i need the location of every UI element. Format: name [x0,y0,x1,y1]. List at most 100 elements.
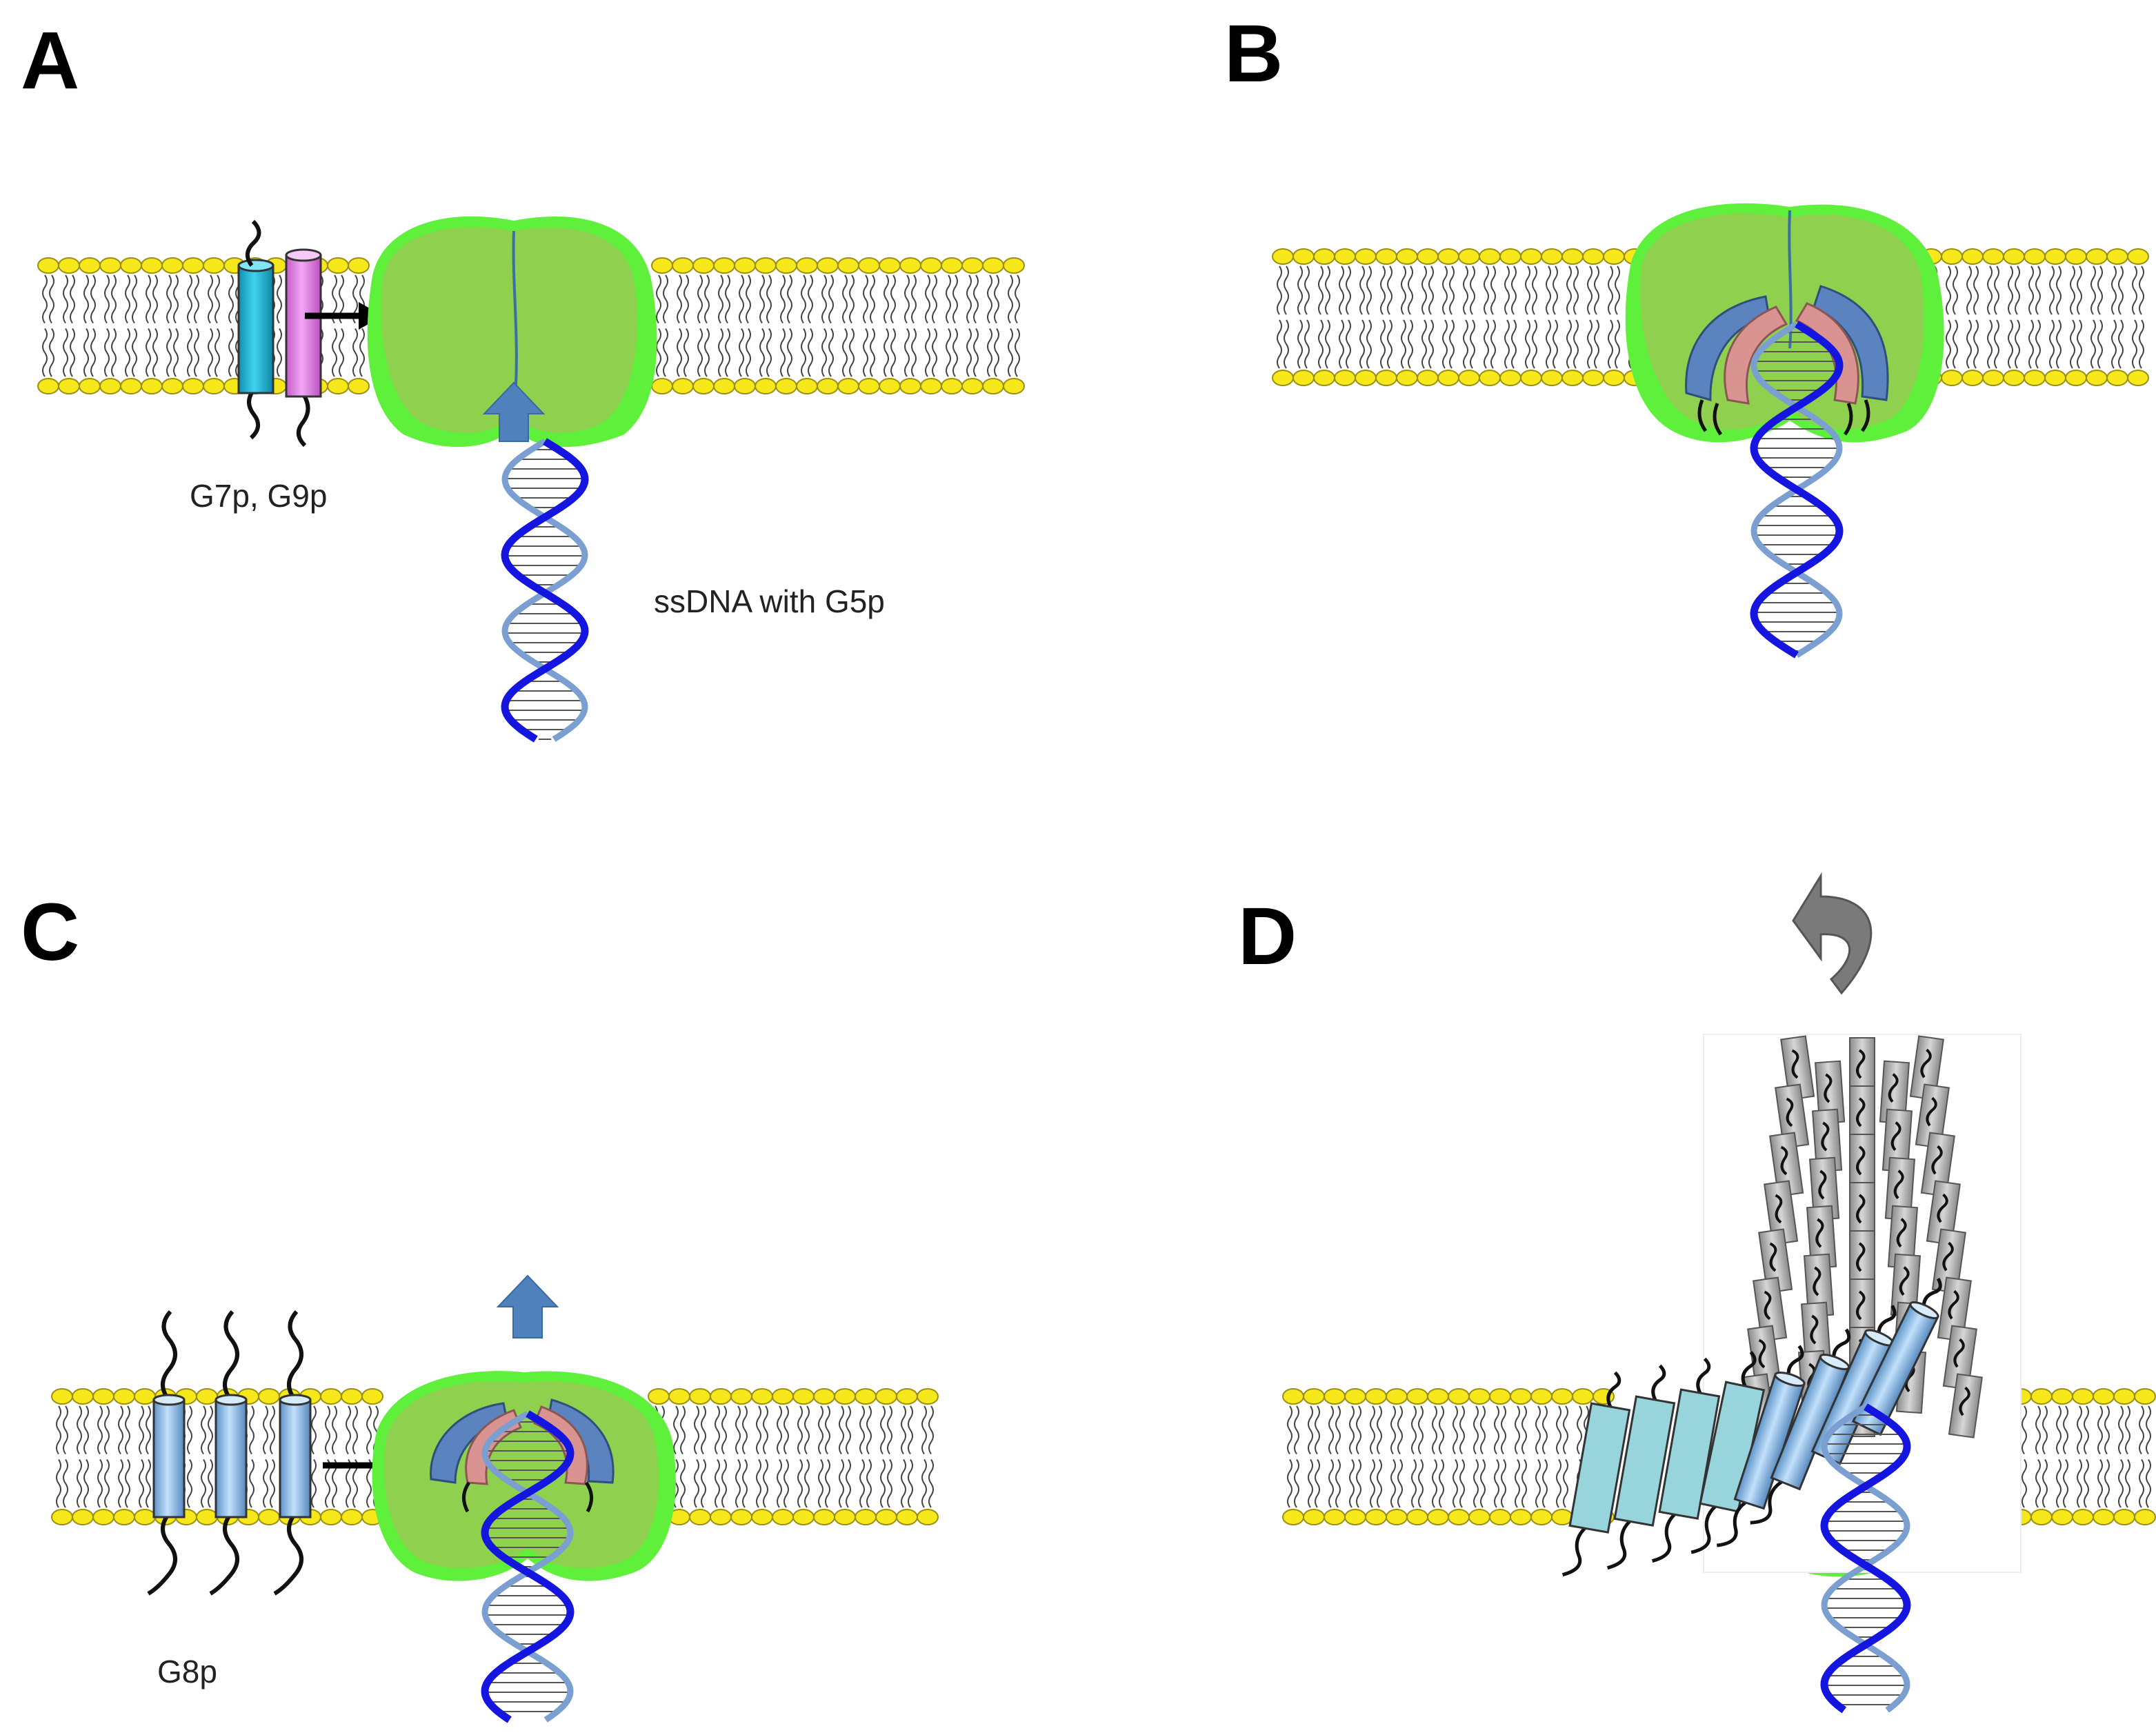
panel-d [1282,872,2156,1714]
lipid-head [2134,1509,2156,1525]
lipid-head [668,1388,690,1405]
lipid-head [182,378,204,394]
lipid-head [1468,1388,1490,1405]
subunit-tails [1697,399,1870,436]
lipid-head [917,1509,939,1525]
g8p-helices [1561,1277,1942,1577]
lipid-head [1489,1509,1511,1525]
lipid-head [941,378,963,394]
lipid-head [141,257,163,274]
lipid-head [710,1388,732,1405]
lipid-head [2072,1388,2094,1405]
lipid-head [1582,248,1604,265]
g9p-helix [285,248,322,448]
coat-protein [1926,1180,1961,1245]
lipid-bilayer [648,1388,939,1525]
lipid-head [58,378,80,394]
lipid-head [2086,370,2108,386]
up-arrow-icon [496,1274,559,1338]
lipid-head [1292,370,1315,386]
lipid-head [710,1509,732,1525]
lipid-head [1499,370,1521,386]
lipid-head [1427,1388,1449,1405]
coat-protein [1814,1060,1846,1125]
lipid-head [2024,370,2046,386]
lipid-head [1479,370,1501,386]
lipid-head [1334,248,1356,265]
lipid-head [113,1509,135,1525]
lipid-head [341,1509,363,1525]
lipid-head [1303,1388,1325,1405]
lipid-head [1437,370,1459,386]
lipid-head [896,1509,918,1525]
lipid-head [1355,248,1377,265]
lipid-head [1344,1509,1366,1525]
panel-c: G8p [51,1274,939,1723]
lipid-head [899,378,921,394]
g8p-helix [1651,1357,1721,1563]
lipid-head [813,1388,835,1405]
lipid-head [692,257,715,274]
lipid-head [651,257,673,274]
lipid-head [875,1388,897,1405]
panel-letter-a: A [21,15,79,106]
phage-coat-filament [1703,1034,2022,1573]
lipid-head [834,1509,856,1525]
lipid-head [320,1509,342,1525]
lipid-head [113,1388,135,1405]
lipid-head [1448,1509,1470,1525]
lipid-head [1489,1388,1511,1405]
lipid-head [1551,1388,1573,1405]
lipid-head [1499,248,1521,265]
lipid-head [1375,370,1397,386]
lipid-head [1334,370,1356,386]
lipid-head [1324,1388,1346,1405]
lipid-head [2044,370,2066,386]
lipid-head [775,378,797,394]
dna-helix [1820,1403,1911,1714]
coat-protein [1808,1156,1840,1221]
lipid-head [72,1509,94,1525]
lipid-head [258,1509,280,1525]
lipid-head [92,1509,114,1525]
lipid-head [2065,370,2087,386]
lipid-head [2093,1388,2115,1405]
lipid-head [203,257,225,274]
lipid-head [2003,248,2025,265]
g8p-helix [1561,1371,1631,1577]
lipid-head [2086,248,2108,265]
lipid-head [99,378,121,394]
lipid-head [348,257,370,274]
lipid-head [341,1388,363,1405]
lipid-head [1541,370,1563,386]
lipid-head [1468,1509,1490,1525]
pore-complex [372,1371,676,1581]
lipid-head [51,1388,73,1405]
lipid-head [858,378,880,394]
label-ssdna-with-g5p: ssDNA with G5p [654,583,885,619]
lipid-head [2030,1388,2053,1405]
g8p-helix [1716,1345,1806,1547]
lipid-head [792,1388,815,1405]
lipid-head [775,257,797,274]
lipid-head [1406,1388,1428,1405]
lipid-head [672,378,694,394]
lipid-bilayer [1282,1388,1615,1525]
lipid-head [920,257,942,274]
lipid-head [1355,370,1377,386]
lipid-head [734,257,756,274]
lipid-head [648,1388,670,1405]
coat-protein [1942,1325,1977,1390]
dna-helix [481,1410,575,1723]
lipid-head [120,378,142,394]
lipid-head [692,378,715,394]
lipid-head [982,257,1004,274]
lipid-head [141,378,163,394]
lipid-head [751,1388,773,1405]
lipid-head [755,378,777,394]
lipid-head [182,257,204,274]
lipid-head [772,1509,794,1525]
lipid-head [2134,1388,2156,1405]
coat-protein [1758,1228,1793,1294]
lipid-head [813,1509,835,1525]
